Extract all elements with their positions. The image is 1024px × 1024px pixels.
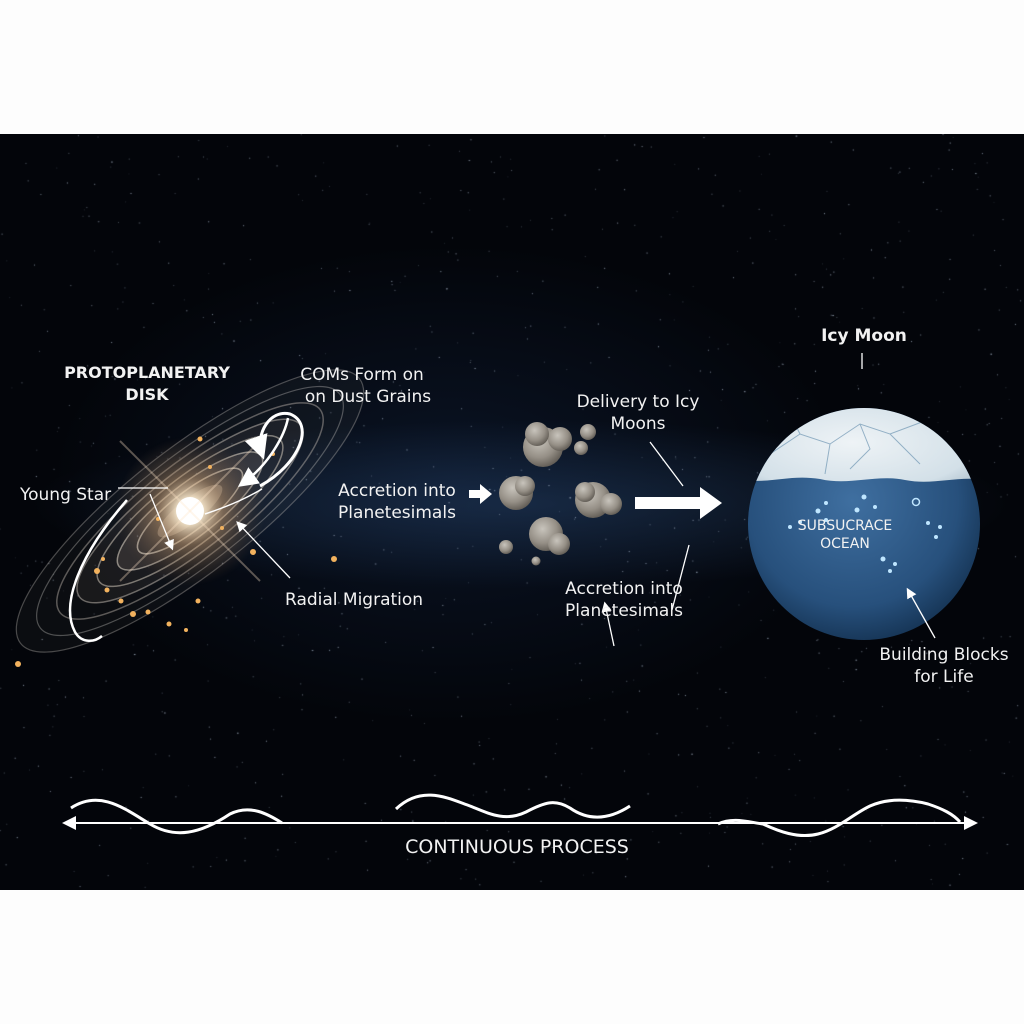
- accretion-left-label: Accretion into Planetesimals: [330, 480, 464, 524]
- delivery-line2: Moons: [610, 414, 666, 434]
- delivery-line1: Delivery to Icy: [576, 392, 700, 412]
- accretion-left-line2: Planetesimals: [338, 503, 456, 523]
- molecule-sparkles: [788, 494, 942, 573]
- subsurface-ocean-label: SUBSUCRACE OCEAN: [780, 517, 910, 553]
- accretion-bottom-label: Accretion into Planetesimals: [554, 578, 694, 622]
- coms-line2: on Dust Grains: [304, 387, 432, 407]
- radial-migration-label: Radial Migration: [285, 590, 424, 610]
- building-line2: for Life: [914, 667, 974, 687]
- flow-arrows: [469, 484, 722, 519]
- accretion-bottom-line2: Planetesimals: [565, 601, 683, 621]
- accretion-bottom-line1: Accretion into: [565, 579, 683, 599]
- building-line1: Building Blocks: [879, 645, 1009, 665]
- ocean-line1: SUBSUCRACE: [797, 518, 893, 534]
- ocean-line2: OCEAN: [820, 536, 870, 552]
- accretion-left-line1: Accretion into: [338, 481, 456, 501]
- dust-particles: [15, 436, 337, 667]
- small-right-arrow: [469, 484, 492, 504]
- disk-title-line2: DISK: [125, 385, 169, 404]
- diagram-panel: PROTOPLANETARY DISK Young Star COMs Form…: [0, 134, 1024, 890]
- disk-title-line1: PROTOPLANETARY: [64, 363, 230, 382]
- continuous-process-timeline: [62, 793, 978, 838]
- icy-moon-title: Icy Moon: [821, 326, 907, 346]
- continuous-process-label: CONTINUOUS PROCESS: [405, 836, 629, 858]
- protoplanetary-disk-title: PROTOPLANETARY DISK: [52, 362, 242, 406]
- building-blocks-label: Building Blocks for Life: [872, 644, 1016, 688]
- big-right-arrow: [635, 487, 722, 519]
- delivery-label: Delivery to Icy Moons: [570, 391, 706, 435]
- coms-circulation-arrow: [204, 411, 304, 515]
- radial-migration-loop-arrow: [68, 499, 128, 642]
- young-star-label: Young Star: [20, 485, 112, 505]
- coms-line1: COMs Form on: [300, 365, 424, 385]
- icy-moon: [748, 353, 980, 640]
- diagram-graphics: [15, 353, 980, 838]
- coms-form-label: COMs Form on on Dust Grains: [282, 364, 442, 408]
- disk-annotation-lines: [118, 487, 291, 579]
- planetesimals: [499, 422, 622, 566]
